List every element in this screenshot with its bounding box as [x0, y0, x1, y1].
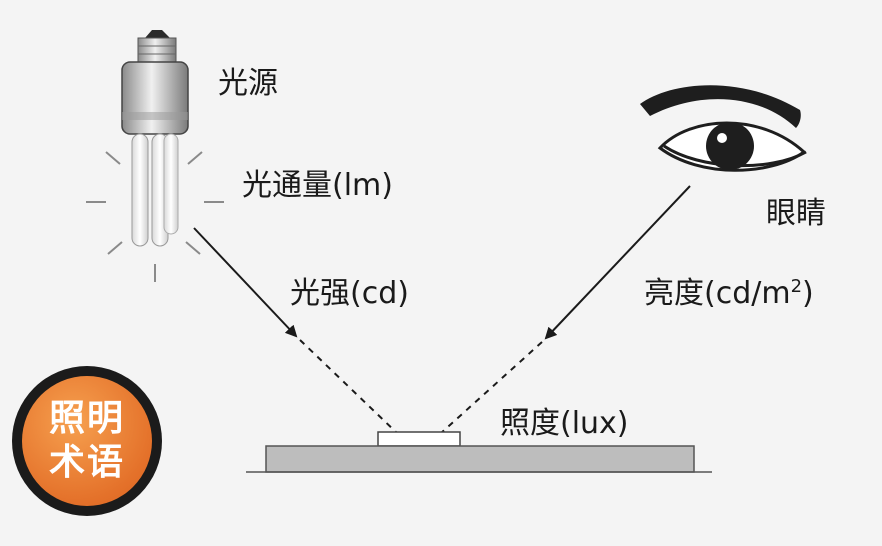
- eye-icon: [640, 85, 807, 172]
- light-source-label: 光源: [218, 66, 278, 101]
- intensity-arrow: [193, 227, 399, 435]
- illuminated-surface: [246, 431, 712, 473]
- luminous-flux-label: 光通量(lm): [242, 168, 393, 203]
- light-bulb-icon: [86, 30, 224, 282]
- illuminance-label: 照度(lux): [500, 406, 629, 441]
- badge-inner-circle: 照明 术语: [22, 376, 152, 506]
- luminance-superscript: 2: [790, 276, 803, 297]
- luminous-intensity-label: 光强(cd): [290, 276, 409, 311]
- luminance-label-close: ): [802, 276, 814, 311]
- luminance-label-text: 亮度(cd/m: [644, 276, 791, 311]
- eye-label: 眼睛: [766, 196, 826, 231]
- badge-line-1: 照明: [48, 398, 125, 439]
- badge-line-2: 术语: [48, 442, 125, 483]
- luminance-arrow: [439, 185, 691, 435]
- luminance-label: 亮度(cd/m2): [644, 268, 814, 312]
- lighting-terms-badge: 照明 术语: [12, 366, 162, 516]
